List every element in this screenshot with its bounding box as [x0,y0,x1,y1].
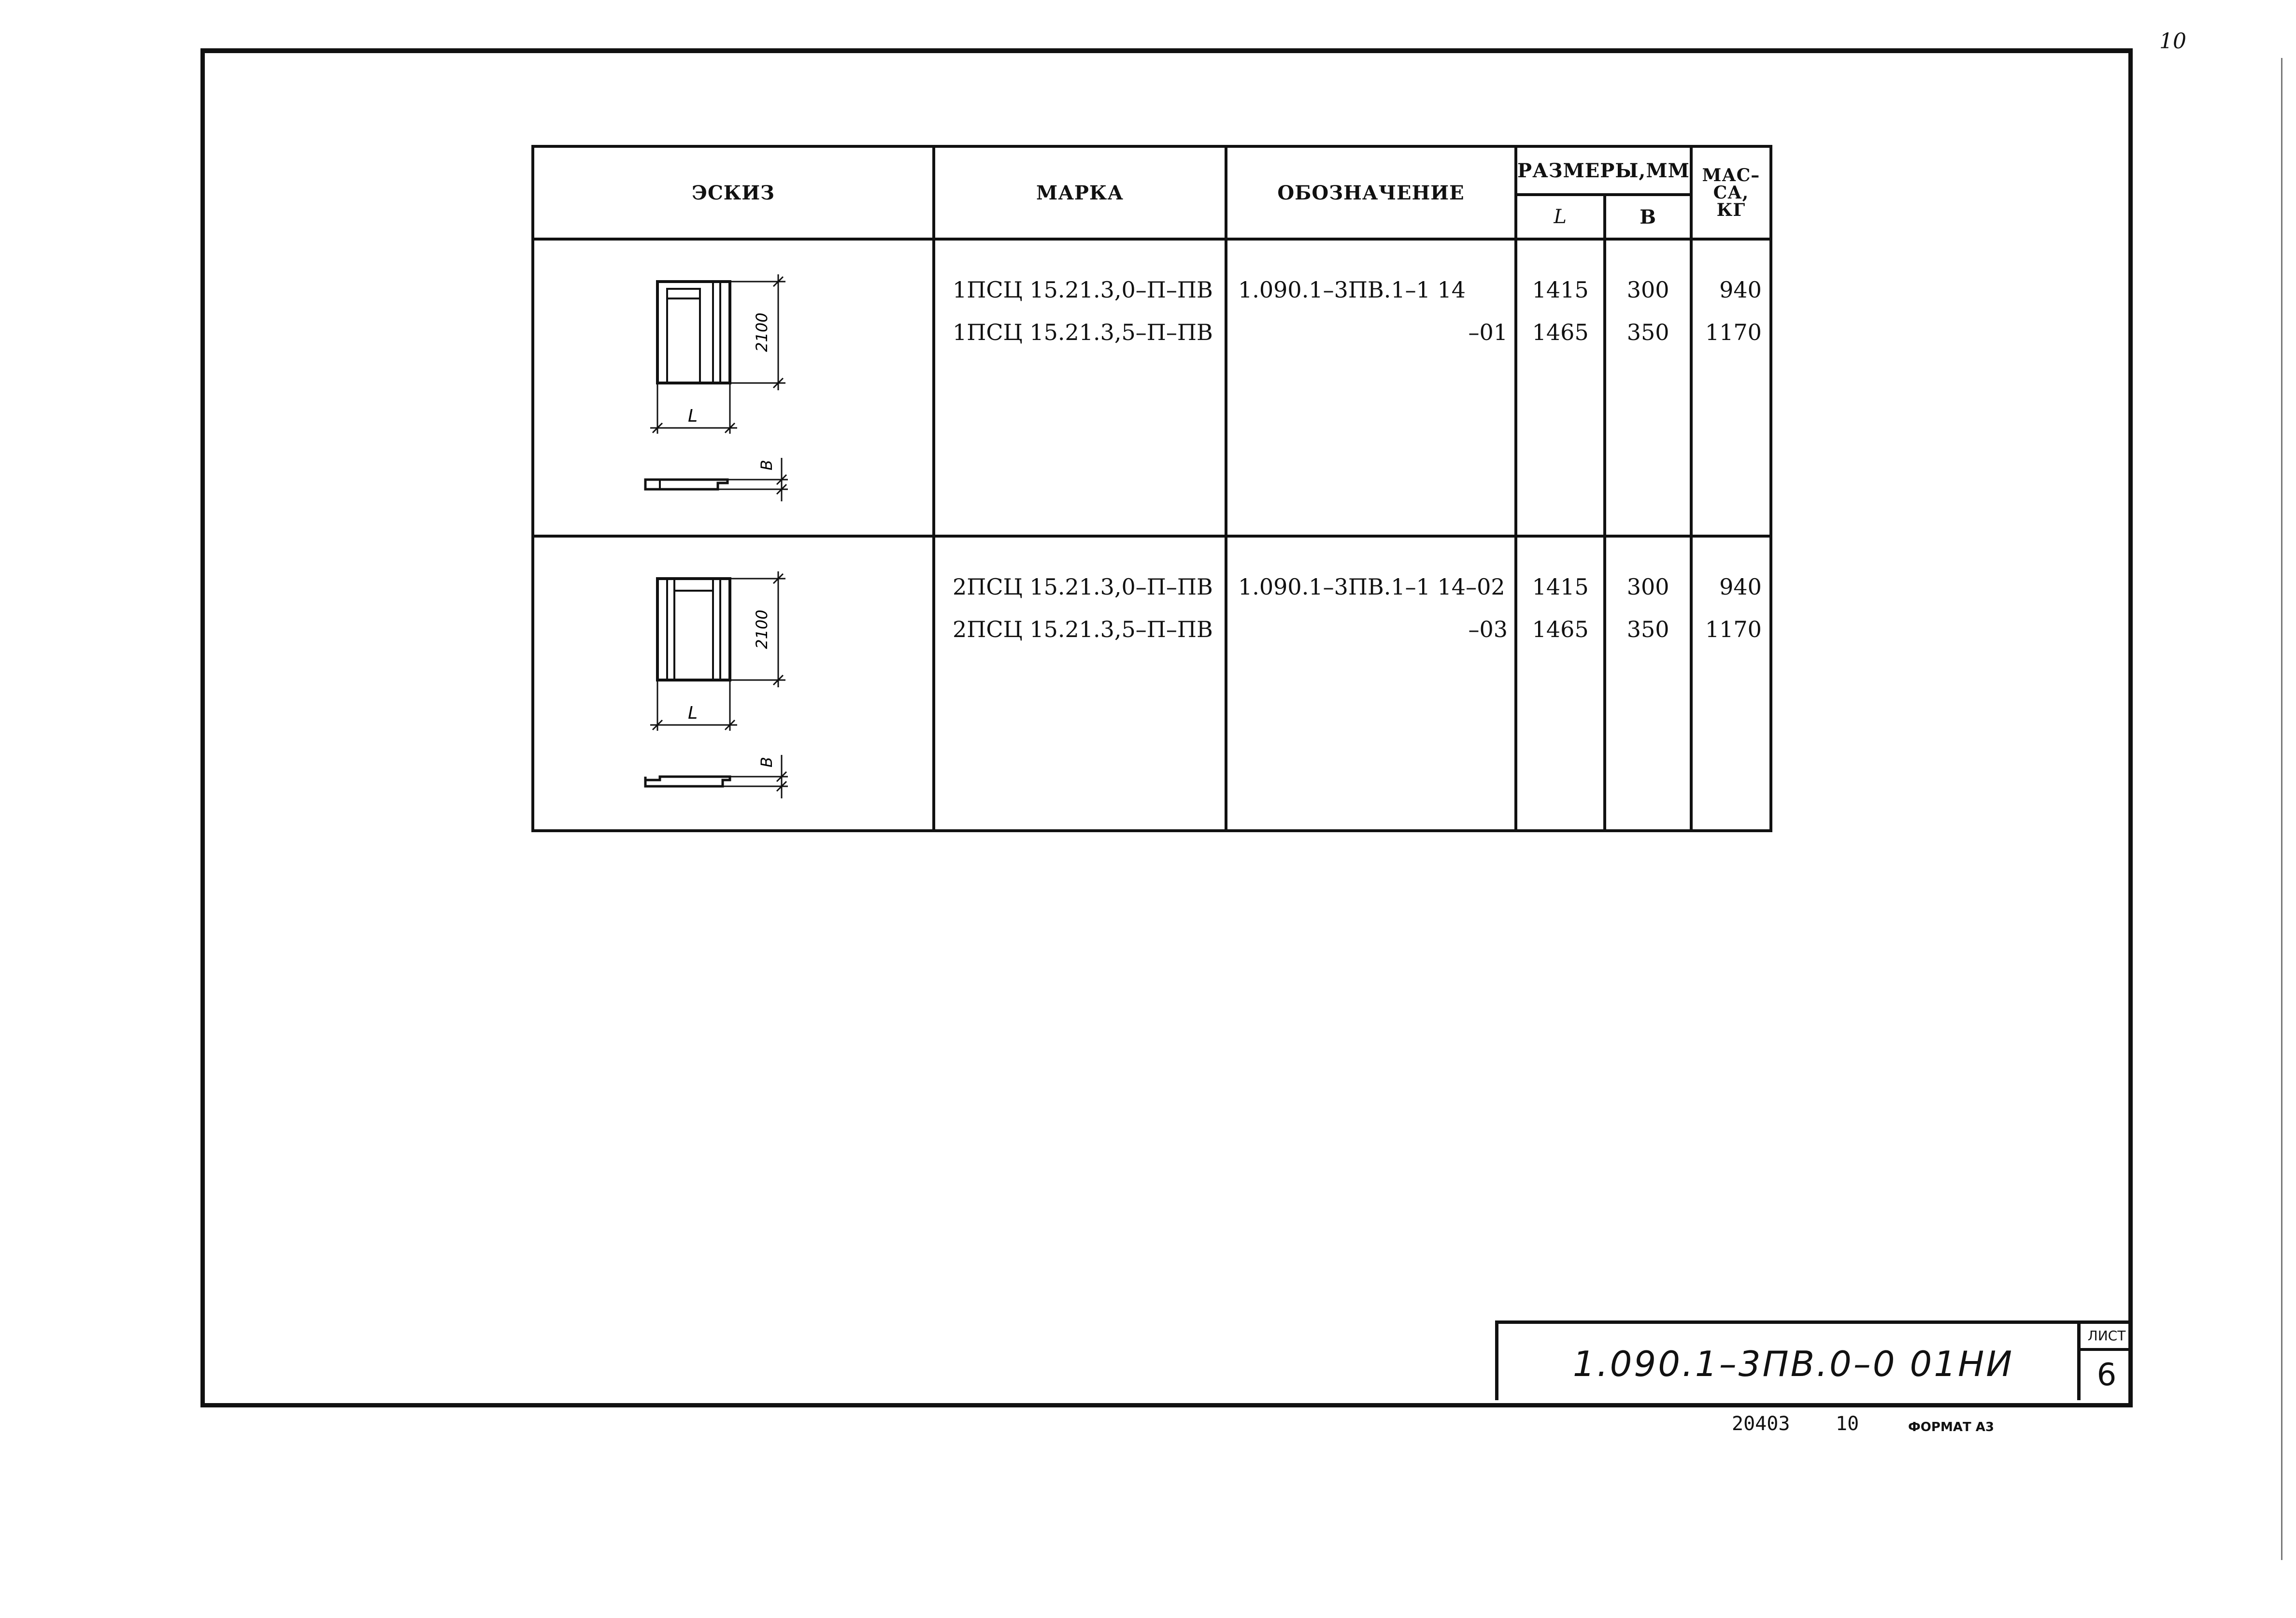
sheet-label: ЛИСТ [2081,1324,2133,1351]
mark-text: 1ПСЦ 15.21.3,5–П–ПВ [953,319,1213,345]
dim-b-cell-1: 300 350 [1603,238,1693,538]
dim-l-cell-2: 1415 1465 [1514,535,1607,832]
panel-sketch-1: 2100 L В [644,274,788,501]
header-dim-l: L [1514,193,1607,241]
mass-cell-1: 940 1170 [1689,238,1772,538]
sketch-height-label: 2100 [753,610,771,649]
dim-b-cell-2: 300 350 [1603,535,1693,832]
designation-text: 1.090.1–3ПВ.1–1 14 [1238,277,1466,303]
sketch-length-label: L [688,703,698,723]
designation-text: 1.090.1–3ПВ.1–1 14–02 [1238,574,1505,600]
header-mass-line2: СА, [1713,183,1749,203]
footer-number: 20403 [1732,1413,1790,1435]
dim-l-value: 1465 [1532,319,1589,345]
footer-copy: 10 [1836,1413,1859,1435]
mark-cell-1: 1ПСЦ 15.21.3,0–П–ПВ 1ПСЦ 15.21.3,5–П–ПВ [932,238,1227,538]
sketch-length-label: L [688,406,698,426]
sheet-box: ЛИСТ 6 [2077,1320,2133,1400]
header-designation: ОБОЗНАЧЕНИЕ [1225,145,1517,241]
specification-table: ЭСКИЗ МАРКА ОБОЗНАЧЕНИЕ РАЗМЕРЫ,ММ МАС– … [531,145,1772,832]
header-mass: МАС– СА, КГ [1689,145,1772,241]
header-mass-line1: МАС– [1702,165,1760,185]
sketch-height-label: 2100 [753,312,771,352]
dim-l-value: 1415 [1532,277,1589,303]
dim-l-cell-1: 1415 1465 [1514,238,1607,538]
sheet-number: 6 [2096,1357,2117,1393]
mark-text: 1ПСЦ 15.21.3,0–П–ПВ [953,277,1213,303]
dim-b-value: 300 [1626,277,1669,303]
dim-b-value: 300 [1626,574,1669,600]
mass-cell-2: 940 1170 [1689,535,1772,832]
designation-text: –01 [1468,319,1508,345]
sheet-edge-line [2281,58,2282,1560]
header-dimensions: РАЗМЕРЫ,ММ [1514,145,1693,196]
dim-l-value: 1465 [1532,616,1589,642]
mass-value: 1170 [1705,319,1762,345]
panel-sketch-2: 2100 L В [644,571,788,798]
designation-text: –03 [1468,616,1508,642]
title-block: 1.090.1–3ПВ.0–0 01НИ [1495,1320,2085,1400]
dim-l-value: 1415 [1532,574,1589,600]
mark-cell-2: 2ПСЦ 15.21.3,0–П–ПВ 2ПСЦ 15.21.3,5–П–ПВ [932,535,1227,832]
header-dim-b: В [1603,193,1693,241]
mark-text: 2ПСЦ 15.21.3,0–П–ПВ [953,574,1213,600]
sketch-cell-1: 2100 L В [531,238,935,538]
mass-value: 940 [1719,277,1762,303]
footer-format: ФОРМАТ А3 [1908,1420,1994,1434]
sketch-cell-2: 2100 L В [531,535,935,832]
dim-b-value: 350 [1626,616,1669,642]
mark-text: 2ПСЦ 15.21.3,5–П–ПВ [953,616,1213,642]
corner-page-number: 10 [2159,29,2186,54]
dim-b-value: 350 [1626,319,1669,345]
header-mark: МАРКА [932,145,1227,241]
document-code: 1.090.1–3ПВ.0–0 01НИ [1572,1343,2014,1384]
header-sketch: ЭСКИЗ [531,145,935,241]
sketch-width-label: В [757,757,776,767]
designation-cell-2: 1.090.1–3ПВ.1–1 14–02 –03 [1225,535,1517,832]
drawing-frame [200,48,2133,1407]
header-mass-line3: КГ [1716,200,1746,220]
sketch-width-label: В [757,460,776,470]
mass-value: 1170 [1705,616,1762,642]
mass-value: 940 [1719,574,1762,600]
designation-cell-1: 1.090.1–3ПВ.1–1 14 –01 [1225,238,1517,538]
